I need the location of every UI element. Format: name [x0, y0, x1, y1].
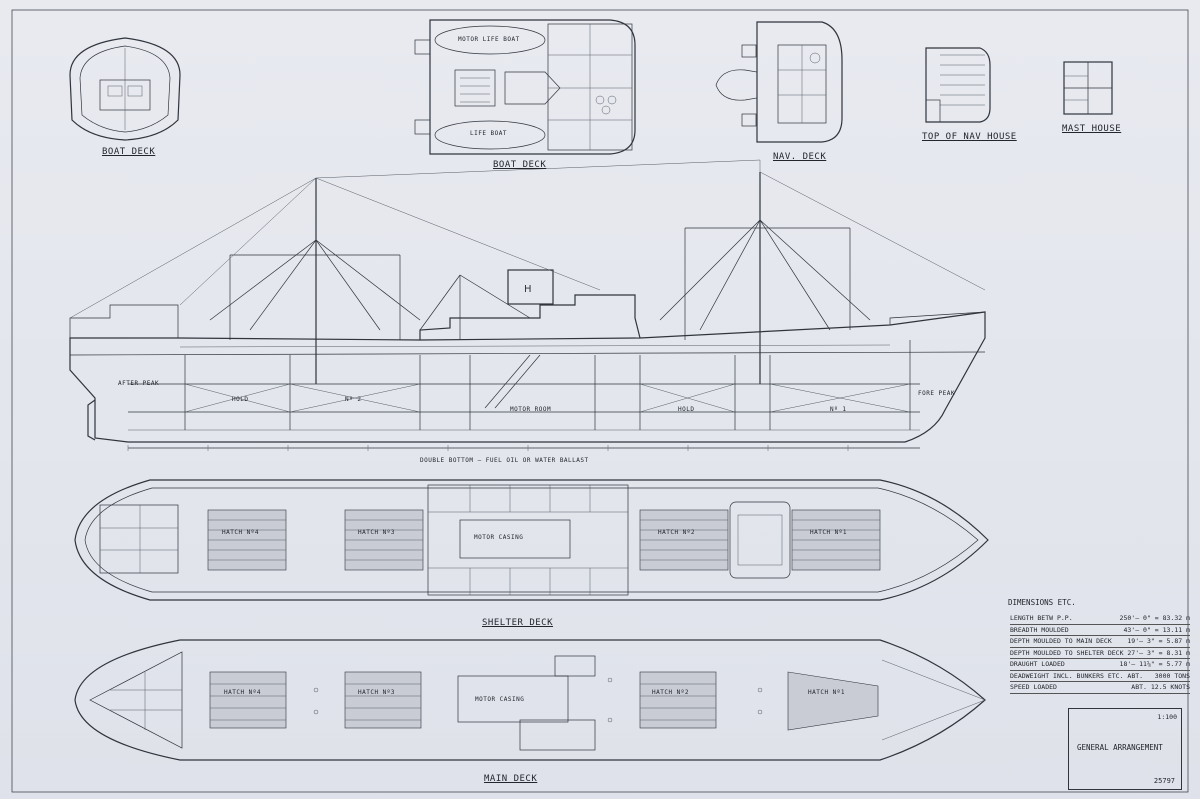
shelter-deck-plan	[74, 479, 989, 601]
dimension-row: LENGTH BETW P.P.250'– 0" = 83.32 m	[1010, 613, 1190, 625]
shelter-hatch1-label: HATCH Nº1	[810, 529, 848, 536]
title-block: 1:100 GENERAL ARRANGEMENT 25797	[1068, 708, 1182, 790]
main-deck-title: MAIN DECK	[484, 774, 538, 784]
top-nav-house-plan	[925, 47, 991, 123]
mast-house-title: MAST HOUSE	[1062, 124, 1122, 134]
drawing-title: GENERAL ARRANGEMENT	[1077, 743, 1163, 752]
shelter-hatch4-label: HATCH Nº4	[222, 529, 260, 536]
boat-deck-plan	[414, 19, 636, 155]
dimensions-table: DIMENSIONS ETC. LENGTH BETW P.P.250'– 0"…	[1008, 598, 1190, 694]
main-deck-plan	[74, 639, 986, 761]
sheet-border	[11, 9, 1189, 793]
boat-deck-title: BOAT DECK	[493, 160, 547, 170]
life-boat-label: LIFE BOAT	[470, 130, 508, 137]
top-nav-house-title: TOP OF NAV HOUSE	[922, 132, 1017, 142]
shelter-hatch2-label: HATCH Nº2	[658, 529, 696, 536]
shelter-motor-casing-label: MOTOR CASING	[474, 534, 524, 541]
hold-fwd-label: HOLD	[678, 406, 695, 413]
after-peak-label: AFTER PEAK	[118, 380, 160, 387]
svg-text:H: H	[524, 284, 532, 295]
boat-deck-fwd-plan	[69, 37, 181, 141]
drawing-number: 25797	[1153, 777, 1175, 785]
double-bottom-label: DOUBLE BOTTOM – FUEL OIL OR WATER BALLAS…	[420, 457, 589, 464]
main-motor-casing-label: MOTOR CASING	[475, 696, 525, 703]
motor-room-label: MOTOR ROOM	[510, 406, 552, 413]
shelter-deck-title: SHELTER DECK	[482, 618, 554, 628]
hold-no2-label: Nº 2	[345, 396, 362, 403]
shelter-hatch3-label: HATCH Nº3	[358, 529, 396, 536]
hold-no1-label: Nº 1	[830, 406, 847, 413]
boat-deck-fwd-title: BOAT DECK	[102, 147, 156, 157]
hold-aft-label: HOLD	[232, 396, 249, 403]
nav-deck-title: NAV. DECK	[773, 152, 827, 162]
scale-text: 1:100	[1157, 713, 1177, 721]
main-hatch2-label: HATCH Nº2	[652, 689, 690, 696]
main-hatch4-label: HATCH Nº4	[224, 689, 262, 696]
mast-house-plan	[1063, 61, 1113, 115]
motor-life-boat-label: MOTOR LIFE BOAT	[458, 36, 520, 43]
main-hatch1-label: HATCH Nº1	[808, 689, 846, 696]
dimensions-heading: DIMENSIONS ETC.	[1008, 598, 1076, 607]
fore-peak-label: FORE PEAK	[918, 390, 956, 397]
main-hatch3-label: HATCH Nº3	[358, 689, 396, 696]
ship-profile: H	[69, 159, 986, 451]
dimension-row: DEADWEIGHT INCL. BUNKERS ETC. ABT.3000 T…	[1010, 671, 1190, 682]
nav-deck-plan	[715, 21, 843, 143]
